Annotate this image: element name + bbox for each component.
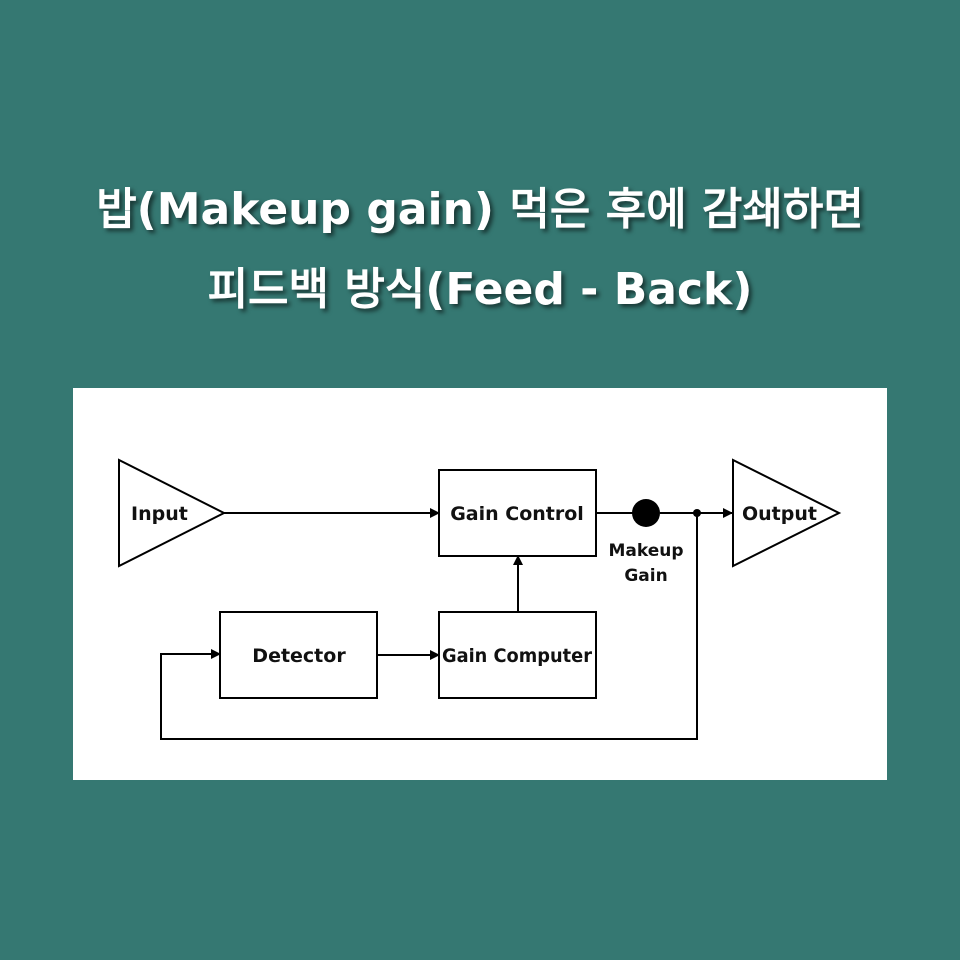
output-label: Output [742, 503, 817, 525]
feedback-compressor-diagram: Input Gain Control Makeup Gain Output De… [118, 458, 842, 740]
makeup-label-line-1: Makeup [608, 541, 683, 561]
gain-control-box [438, 469, 597, 557]
input-label: Input [131, 503, 188, 525]
makeup-gain-node [632, 499, 660, 527]
page-title: 밥(Makeup gain) 먹은 후에 감쇄하면 피드백 방식(Feed - … [0, 170, 960, 330]
title-line-1: 밥(Makeup gain) 먹은 후에 감쇄하면 [96, 184, 864, 235]
output-triangle [732, 458, 842, 568]
gain-computer-box [438, 611, 597, 699]
diagram-panel: Input Gain Control Makeup Gain Output De… [73, 388, 887, 780]
detector-label: Detector [252, 645, 346, 667]
makeup-label-line-2: Gain [624, 566, 667, 586]
gain-computer-label: Gain Computer [442, 645, 593, 667]
input-triangle [118, 458, 227, 568]
title-line-2: 피드백 방식(Feed - Back) [207, 264, 753, 315]
gain-control-label: Gain Control [450, 503, 584, 525]
feedback-path [160, 513, 698, 740]
